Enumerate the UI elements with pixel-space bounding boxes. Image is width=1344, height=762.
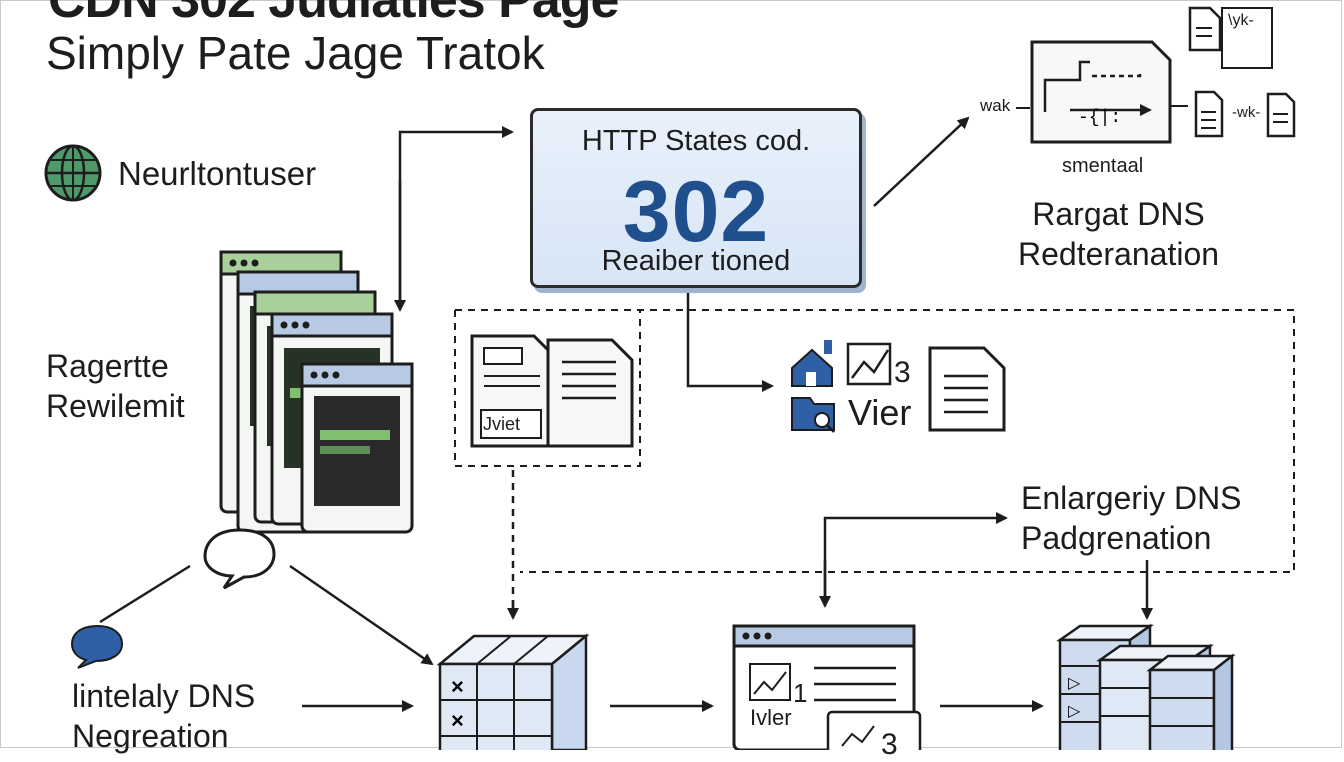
regerte-line-1: Ragertte bbox=[46, 348, 169, 384]
regerte-label: Ragertte Rewilemit bbox=[46, 346, 185, 426]
wak-label: wak bbox=[980, 96, 1011, 115]
globe-icon bbox=[44, 144, 102, 202]
flow-document-icon: -{|: bbox=[1030, 40, 1172, 144]
arrow-to-target-dns bbox=[873, 116, 970, 207]
speech-bubble-icon bbox=[203, 528, 276, 590]
user-label: Neurltontuser bbox=[118, 155, 317, 192]
svg-text:-{|:: -{|: bbox=[1078, 108, 1121, 128]
status-code: 302 bbox=[622, 164, 770, 260]
browser-number-label: 1 bbox=[793, 678, 808, 708]
vier-label: Vier bbox=[848, 392, 912, 433]
document-icon bbox=[928, 346, 1006, 432]
yk-label: \yk- bbox=[1228, 12, 1254, 29]
chart-icon bbox=[846, 342, 892, 386]
http-status-box: HTTP States cod. 302 Reaiber tioned bbox=[530, 108, 862, 288]
browser-stack-icon bbox=[219, 250, 414, 534]
svg-text:×: × bbox=[451, 674, 464, 699]
connector-line bbox=[99, 564, 191, 624]
enlarge-dns-label: Enlargeriy DNS Padgrenation bbox=[1021, 478, 1242, 558]
browser-window-icon bbox=[732, 624, 922, 750]
arrow-to-status bbox=[398, 126, 514, 300]
smentaal-label: smentaal bbox=[1062, 155, 1144, 177]
wk-label: -wk- bbox=[1232, 104, 1261, 121]
target-dns-label: Rargat DNS Redteranation bbox=[1018, 194, 1219, 274]
status-description: Reaiber tioned bbox=[601, 245, 791, 277]
dashed-doc-frame bbox=[454, 310, 641, 467]
document-icon bbox=[1188, 6, 1273, 69]
enlarge-dns-line-1: Enlargeriy DNS bbox=[1021, 480, 1242, 516]
server-stack-icon: ▷ ▷ bbox=[1056, 623, 1236, 750]
browser-chart-number-label: 3 bbox=[881, 728, 898, 761]
chart-number-label: 3 bbox=[894, 356, 911, 389]
ivler-label: Ivler bbox=[750, 705, 792, 730]
enlarge-dns-line-2: Padgrenation bbox=[1021, 520, 1212, 556]
status-heading: HTTP States cod. bbox=[581, 125, 811, 157]
jviet-label: Jviet bbox=[483, 414, 521, 434]
arrow-to-vier bbox=[686, 290, 774, 392]
document-icon bbox=[470, 334, 634, 448]
target-dns-line-2: Redteranation bbox=[1018, 236, 1220, 272]
target-dns-line-1: Rargat DNS bbox=[1032, 196, 1205, 232]
svg-text:▷: ▷ bbox=[1068, 703, 1081, 720]
database-grid-icon: × × bbox=[436, 633, 590, 750]
initial-dns-label: lintelaly DNS Negreation bbox=[72, 676, 255, 756]
chat-bubble-icon bbox=[70, 624, 124, 669]
search-folder-icon bbox=[791, 397, 835, 433]
page-title: CDN 302 Judiaties Page bbox=[48, 0, 619, 29]
arrow-to-enlarge bbox=[823, 512, 1008, 604]
page-subtitle: Simply Pate Jage Tratok bbox=[46, 27, 545, 79]
home-icon bbox=[791, 340, 833, 387]
document-icon bbox=[1194, 90, 1296, 138]
initial-dns-line-2: Negreation bbox=[72, 718, 229, 754]
svg-text:×: × bbox=[451, 708, 464, 733]
initial-dns-line-1: lintelaly DNS bbox=[72, 678, 256, 714]
svg-text:▷: ▷ bbox=[1068, 675, 1081, 692]
regerte-line-2: Rewilemit bbox=[46, 388, 185, 424]
dashed-region bbox=[455, 309, 1295, 573]
arrow-to-grid-diag bbox=[289, 564, 434, 666]
